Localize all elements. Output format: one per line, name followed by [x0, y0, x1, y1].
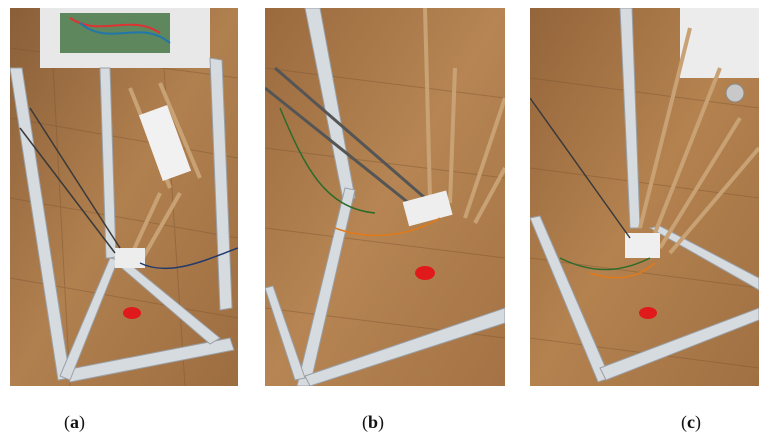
red-target-marker [123, 307, 141, 319]
caption-b-open: ( [362, 412, 368, 432]
photo-panel-c [530, 8, 759, 386]
caption-c: (c) [681, 412, 701, 433]
caption-c-close: ) [695, 412, 701, 432]
caption-b: (b) [362, 412, 384, 433]
caption-c-open: ( [681, 412, 687, 432]
caption-b-letter: b [368, 412, 379, 432]
caption-a: (a) [64, 412, 85, 433]
photo-panel-a [10, 8, 238, 386]
caption-a-letter: a [70, 412, 79, 432]
caption-c-letter: c [687, 412, 695, 432]
photo-panel-b [265, 8, 505, 386]
caption-b-close: ) [378, 412, 385, 432]
red-target-marker [415, 266, 435, 280]
red-target-marker [639, 307, 657, 319]
caption-a-open: ( [64, 412, 70, 432]
photo-delta-robot-b [265, 8, 505, 386]
photo-delta-robot-a [10, 8, 238, 386]
caption-a-close: ) [79, 412, 85, 432]
photo-delta-robot-c [530, 8, 759, 386]
